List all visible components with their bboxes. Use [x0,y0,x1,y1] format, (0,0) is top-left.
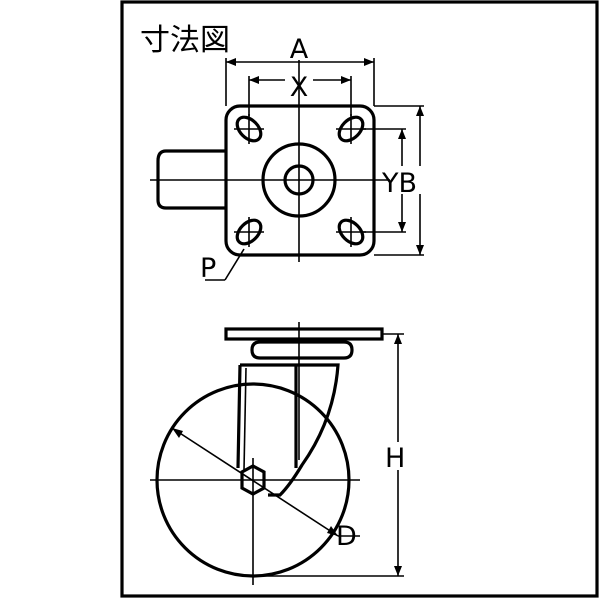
diameter-arrow-end [327,526,338,536]
top-view [150,60,390,262]
diameter-arrow-start [172,428,183,438]
label-h: H [385,443,405,474]
label-yb: YB [381,168,417,199]
side-top-plate [224,327,384,341]
drawing-title: 寸法図 [140,23,230,58]
label-x: X [290,72,309,103]
label-a: A [290,34,309,65]
h-label-backing [386,442,410,470]
fork-bracket [236,363,340,497]
dimension-x [248,76,352,116]
fork-inner-line [243,367,247,471]
bolt-hole-bottom-right [336,217,366,247]
bolt-hole-bottom-left [234,217,264,247]
drawing-frame [120,0,599,598]
dimension-a [225,58,375,106]
diameter-line [171,427,339,537]
bolt-hole-top-left [234,114,264,144]
yb-label-backing [396,166,430,194]
swivel-race [250,340,354,360]
bolt-hole-top-right [336,114,366,144]
p-leader [205,248,245,281]
label-d: D [336,521,357,552]
label-p: P [200,253,216,284]
